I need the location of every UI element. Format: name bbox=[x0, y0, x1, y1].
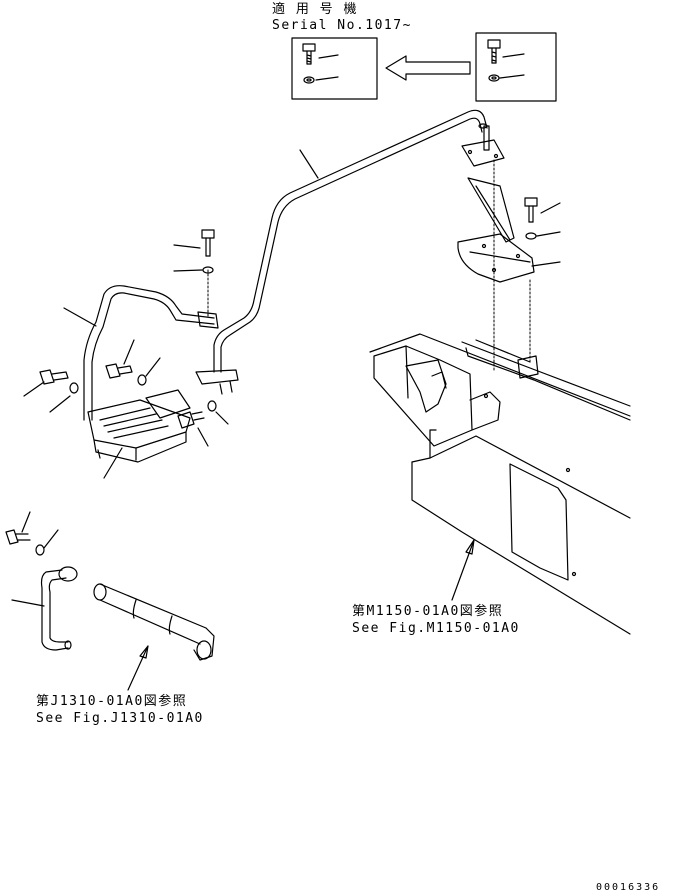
ref-pin-en-label: See Fig.J1310-01A0 bbox=[36, 711, 204, 726]
step-bolt-middle bbox=[105, 339, 161, 386]
new-fastener-inset-box bbox=[291, 37, 378, 100]
step-bolt-left bbox=[23, 369, 79, 413]
drawing-number: 00016336 bbox=[596, 882, 661, 893]
handrail-top-bolt bbox=[173, 229, 215, 274]
ref-pin-jp-label: 第J1310-01A0図参照 bbox=[36, 694, 188, 709]
pin-bolt bbox=[5, 511, 59, 556]
short-handrail bbox=[63, 269, 219, 421]
frame-cover bbox=[369, 279, 631, 635]
leader-line bbox=[299, 149, 319, 179]
pin-shaft bbox=[93, 583, 215, 691]
handrail-bracket bbox=[457, 159, 535, 371]
serial-number-label: Serial No.1017~ bbox=[272, 18, 412, 33]
bracket-bolt bbox=[524, 197, 561, 267]
ref-frame-cover-en-label: See Fig.M1150-01A0 bbox=[352, 621, 520, 636]
bent-pin bbox=[11, 566, 78, 651]
step-plate bbox=[87, 389, 191, 479]
old-fastener-inset-box bbox=[475, 32, 557, 102]
applicability-jp-label: 適 用 号 機 bbox=[272, 2, 358, 17]
step-bolt-right bbox=[177, 400, 229, 447]
long-handrail bbox=[195, 109, 505, 395]
arrow-icon bbox=[385, 55, 471, 81]
ref-frame-cover-jp-label: 第M1150-01A0図参照 bbox=[352, 604, 504, 619]
